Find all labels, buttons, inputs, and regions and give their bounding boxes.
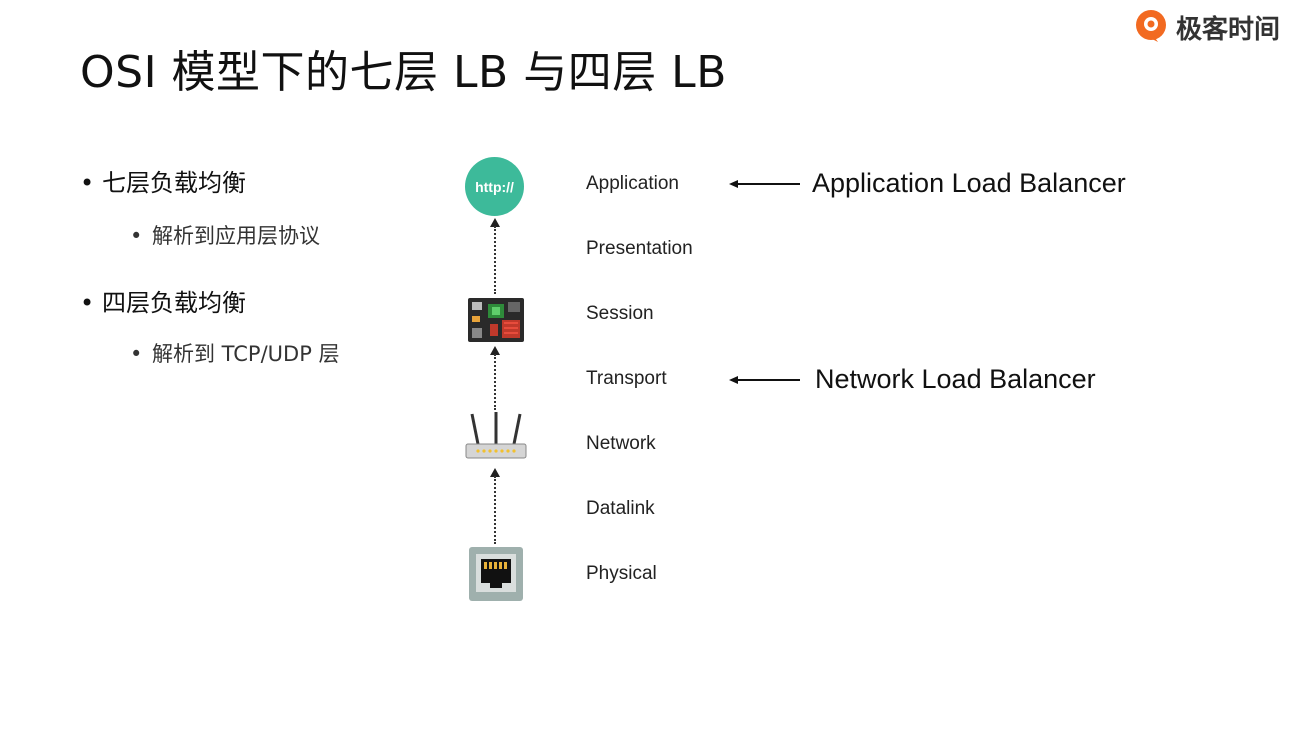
ethernet-port-icon <box>469 547 523 601</box>
up-arrow-head <box>490 346 500 355</box>
up-arrow-head <box>490 218 500 227</box>
sub-bullet-l7-text: 解析到应用层协议 <box>152 224 320 248</box>
nlb-arrow-line <box>736 379 800 381</box>
layer-session: Session <box>586 303 654 324</box>
layer-presentation: Presentation <box>586 238 693 259</box>
bullet-symbol: • <box>80 289 95 317</box>
logo-text: 极客时间 <box>1176 14 1281 45</box>
sub-bullet-l4: • 解析到 TCP/UDP 层 <box>130 338 340 368</box>
dotted-connector <box>494 226 496 294</box>
sub-bullet-l7: • 解析到应用层协议 <box>130 220 320 250</box>
dotted-connector <box>494 354 496 410</box>
nlb-label: Network Load Balancer <box>815 364 1096 394</box>
circuit-board-icon <box>468 298 524 342</box>
layer-datalink: Datalink <box>586 498 655 519</box>
alb-arrow-head <box>729 180 738 188</box>
layer-transport: Transport <box>586 368 667 389</box>
router-icon <box>465 412 527 459</box>
bullet-symbol: • <box>130 342 143 366</box>
alb-arrow-line <box>736 183 800 185</box>
sub-bullet-l4-text: 解析到 TCP/UDP 层 <box>152 342 340 366</box>
geektime-logo: 极客时间 <box>1134 8 1280 46</box>
bullet-l4-text: 四层负载均衡 <box>102 289 246 317</box>
http-circle-icon: http:// <box>465 157 524 216</box>
bullet-l7-text: 七层负载均衡 <box>102 169 246 197</box>
nlb-arrow-head <box>729 376 738 384</box>
page-title: OSI 模型下的七层 LB 与四层 LB <box>80 47 727 98</box>
up-arrow-head <box>490 468 500 477</box>
geektime-logo-icon <box>1136 10 1166 42</box>
dotted-connector <box>494 476 496 544</box>
bullet-l7: •七层负载均衡 <box>80 163 246 198</box>
layer-application: Application <box>586 173 679 194</box>
http-label: http:// <box>475 178 514 195</box>
alb-label: Application Load Balancer <box>812 168 1126 198</box>
bullet-symbol: • <box>130 224 143 248</box>
layer-network: Network <box>586 433 656 454</box>
layer-physical: Physical <box>586 563 657 584</box>
bullet-l4: •四层负载均衡 <box>80 283 246 318</box>
bullet-symbol: • <box>80 169 95 197</box>
